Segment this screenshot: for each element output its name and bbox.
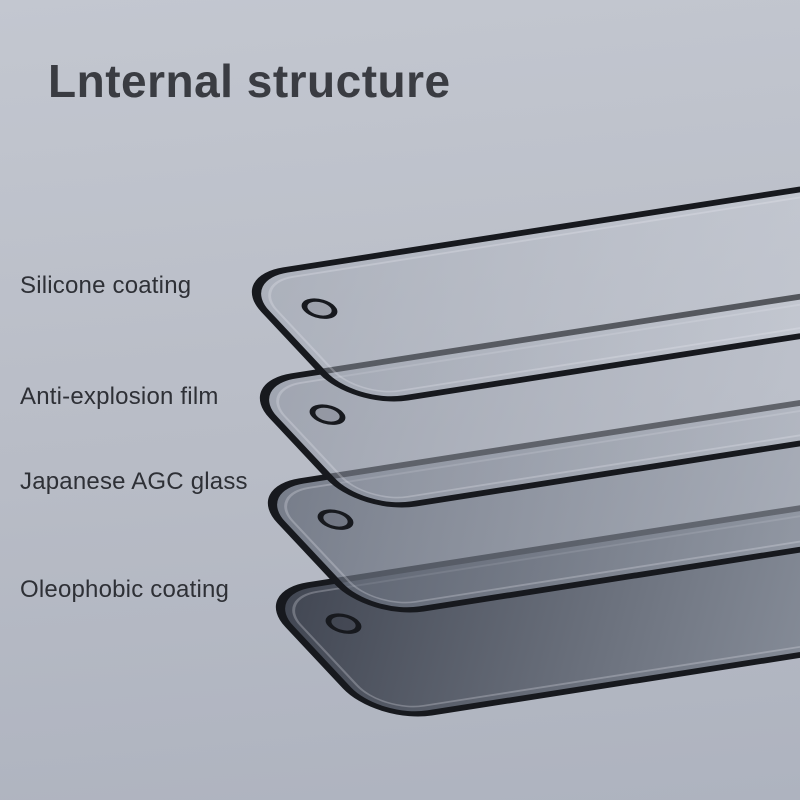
label-oleophobic-coating: Oleophobic coating: [20, 576, 230, 603]
camera-hole: [325, 613, 362, 634]
figure-title: Lnternal structure: [48, 55, 451, 107]
label-anti-explosion-film: Anti-explosion film: [20, 383, 219, 410]
camera-hole: [317, 509, 354, 530]
camera-hole: [301, 298, 338, 319]
glass-pane: [251, 180, 800, 402]
layer-shape-silicone-coating: [251, 180, 800, 402]
label-japanese-agc-glass: Japanese AGC glass: [20, 468, 248, 495]
camera-hole: [309, 404, 346, 425]
label-silicone-coating: Silicone coating: [20, 272, 192, 299]
glass-pane-inner-edge: [268, 189, 800, 393]
